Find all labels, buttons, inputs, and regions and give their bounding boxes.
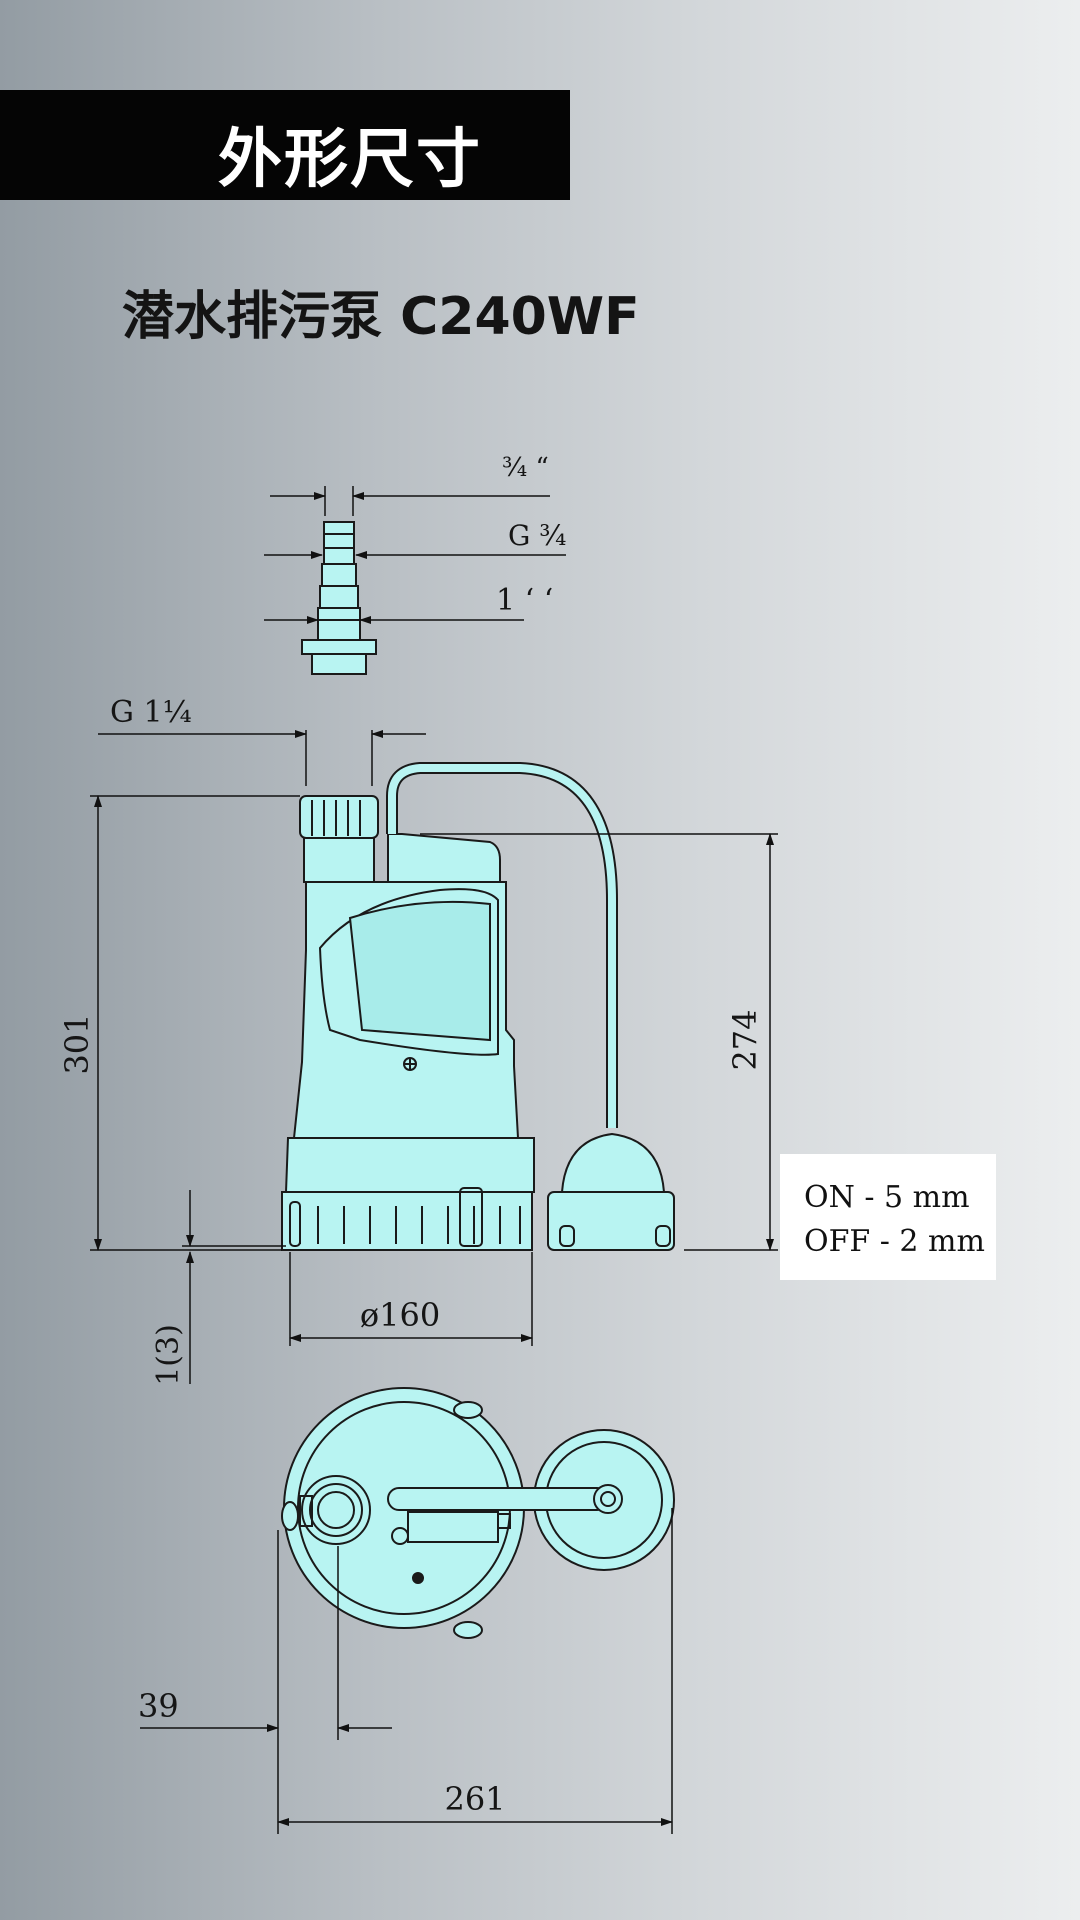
pump-dimension-lines	[90, 730, 778, 1384]
dim-outlet-thread: G 1¼	[110, 695, 192, 730]
title-bar	[0, 90, 570, 200]
dim-height-float: 274	[726, 1009, 764, 1070]
on-level-text: ON - 5 mm	[804, 1180, 970, 1215]
dim-three-quarter-inch: ¾ “	[502, 453, 549, 483]
pump-side-view	[281, 762, 675, 1251]
product-subtitle: 潜水排污泵 C240WF	[122, 287, 640, 347]
fitting-dimension-lines	[264, 486, 566, 624]
dim-overall-width: 261	[444, 1780, 505, 1818]
off-level-text: OFF - 2 mm	[804, 1224, 985, 1259]
pump-top-view	[281, 1387, 675, 1639]
top-view-dimension-lines	[140, 1508, 673, 1834]
dim-offset: 39	[138, 1687, 179, 1725]
float-switch-levels: ON - 5 mm OFF - 2 mm	[780, 1154, 996, 1280]
dim-base-diameter: ø160	[360, 1296, 440, 1334]
dim-height-total: 301	[58, 1013, 96, 1074]
hose-fitting	[301, 521, 377, 675]
dim-base-clearance: 1(3)	[151, 1324, 186, 1386]
dim-g-three-quarter: G ¾	[508, 519, 566, 552]
dim-one-inch: 1 ‘ ‘	[496, 583, 553, 618]
page-title: 外形尺寸	[218, 123, 482, 197]
